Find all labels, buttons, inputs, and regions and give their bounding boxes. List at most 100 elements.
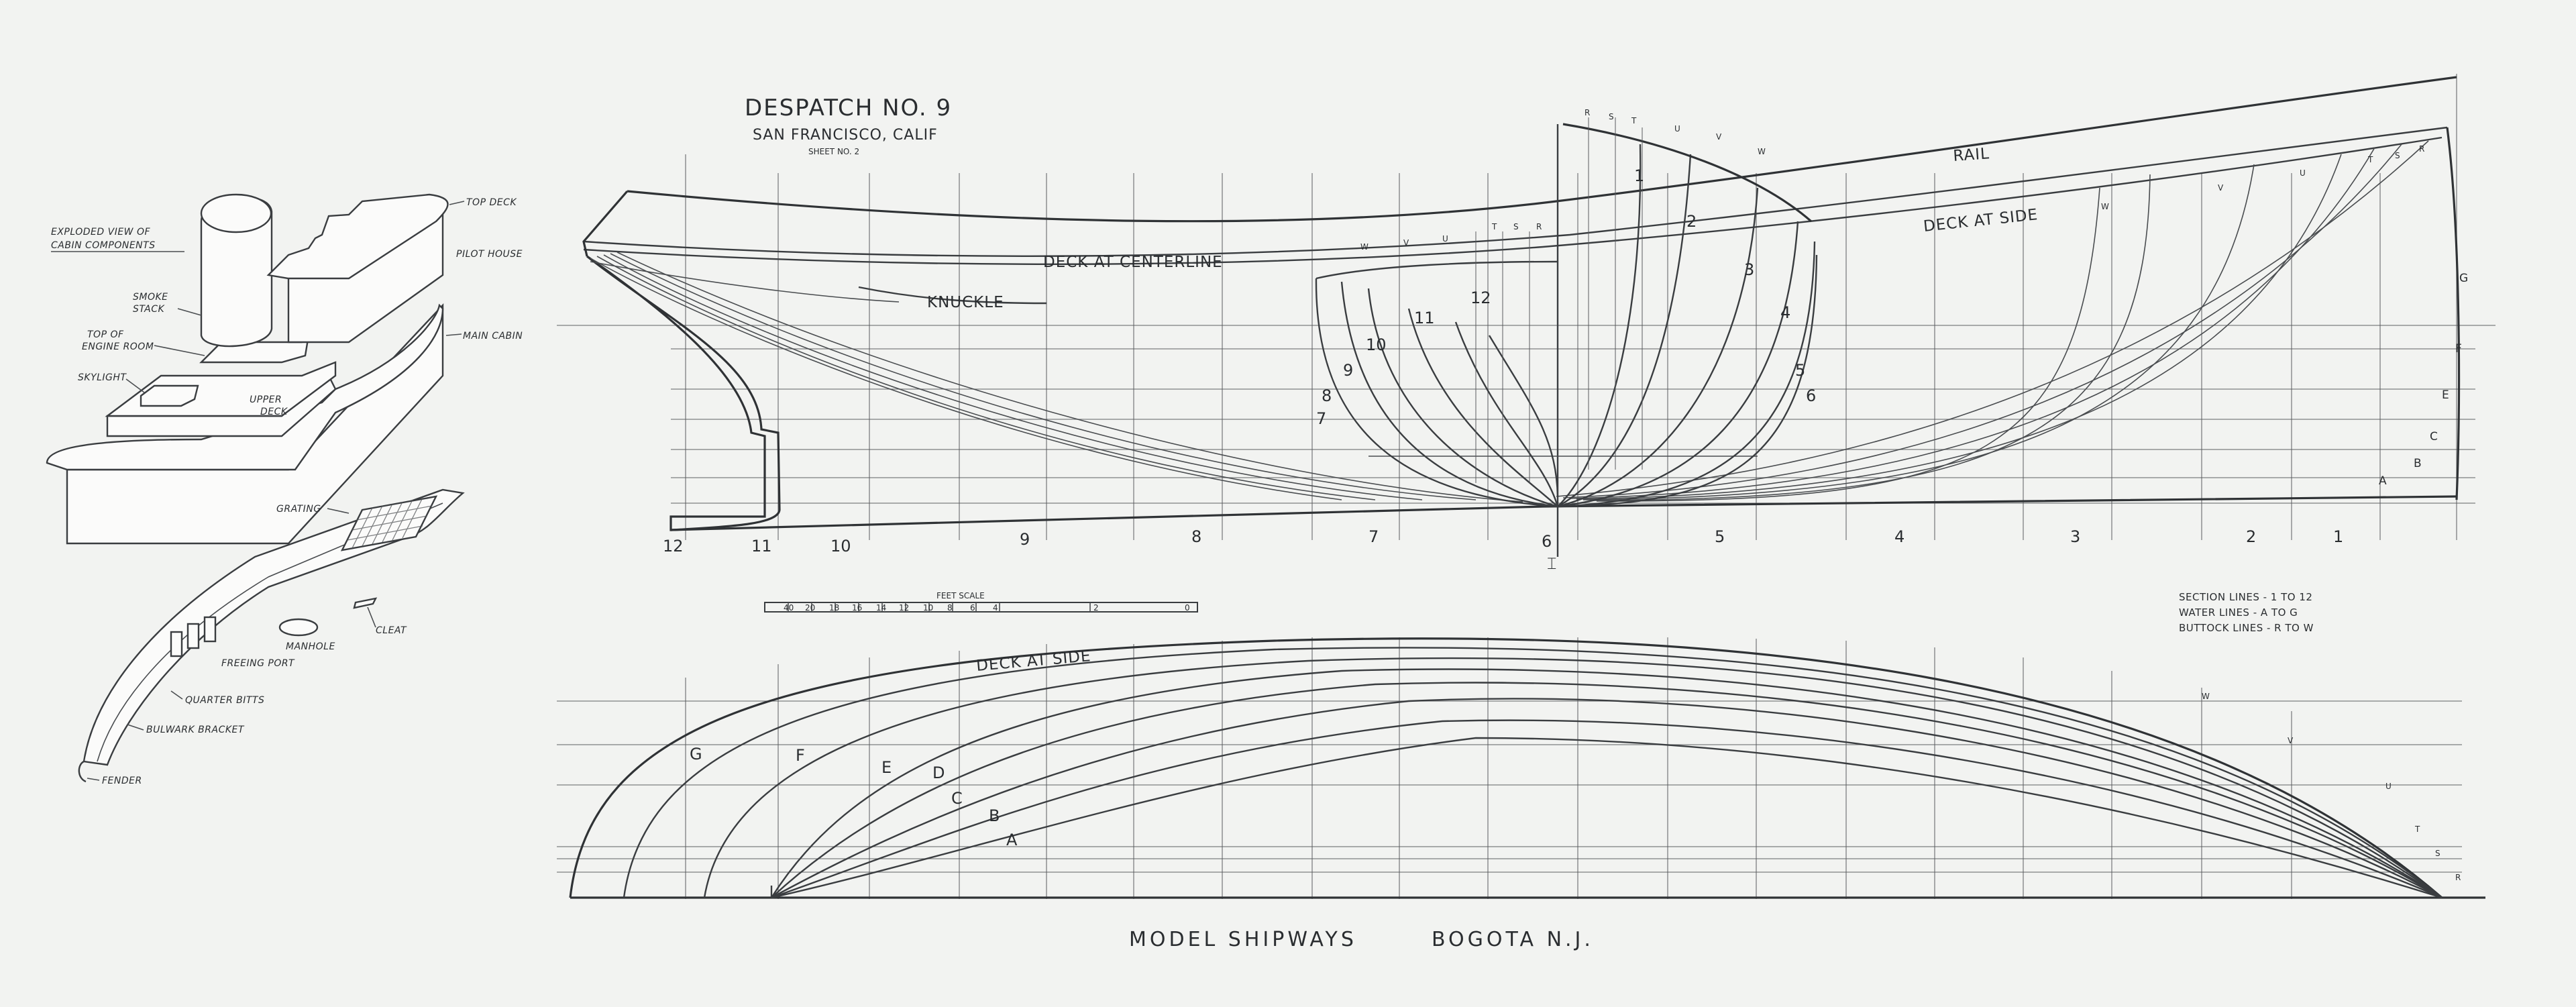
hb-waterline-c bbox=[771, 698, 2443, 899]
body-sheer-fwd bbox=[1562, 123, 1813, 223]
profile-sternpost bbox=[586, 255, 781, 531]
label-deck-at-side: DECK AT SIDE bbox=[1923, 206, 2039, 235]
callout-skylight: SKYLIGHT bbox=[78, 372, 127, 383]
hb-label-deck-at-side: DECK AT SIDE bbox=[975, 647, 1091, 675]
aft-buttock-w: W bbox=[1360, 242, 1368, 252]
body-section-9: 9 bbox=[1343, 361, 1353, 380]
profile-rail-lower bbox=[583, 126, 2448, 257]
callout-fender: FENDER bbox=[102, 776, 142, 786]
body-section-fwd-3 bbox=[1557, 187, 1759, 508]
hb-waterline-letters: G F E D C B A bbox=[690, 745, 1018, 849]
station-9: 9 bbox=[1020, 530, 1030, 549]
legend-section-lines: SECTION LINES - 1 TO 12 bbox=[2179, 591, 2312, 603]
hb-buttock-u: U bbox=[2385, 782, 2392, 791]
cleat bbox=[353, 597, 378, 609]
buttock-letters-bow: W V U T S R bbox=[2101, 144, 2424, 211]
exploded-heading-1: EXPLODED VIEW OF bbox=[51, 227, 150, 237]
callout-main-cabin: MAIN CABIN bbox=[463, 331, 523, 341]
footer-maker: MODEL SHIPWAYS bbox=[1129, 928, 1357, 951]
profile-knuckle-ext bbox=[590, 261, 900, 303]
fwd-buttock-6 bbox=[1589, 174, 2151, 501]
station-10: 10 bbox=[830, 537, 851, 555]
callout-top-deck: TOP DECK bbox=[466, 197, 517, 208]
body-section-numbers: 1 2 3 4 5 6 7 8 9 10 11 12 bbox=[1316, 166, 1816, 428]
scale-14: 14 bbox=[876, 603, 886, 613]
buttock-s: S bbox=[1609, 112, 1614, 121]
body-section-aft-10 bbox=[1407, 308, 1558, 507]
scale-40: 40 bbox=[784, 603, 794, 613]
fwd-buttock-2 bbox=[1562, 144, 2402, 498]
buttock-letters-aft: W V U T S R bbox=[1360, 222, 1542, 252]
scale-16: 16 bbox=[852, 603, 862, 613]
profile-keel bbox=[670, 495, 2457, 531]
station-numbers: 12 11 10 9 8 7 6 5 4 3 2 1 ⌶ bbox=[663, 527, 2343, 573]
aft-buttock-2 bbox=[596, 256, 1376, 500]
body-section-fwd-2 bbox=[1557, 154, 1692, 508]
hb-buttock-r: R bbox=[2455, 873, 2461, 882]
fwd-buttock-1 bbox=[1556, 140, 2429, 497]
scale-18: 18 bbox=[829, 603, 839, 613]
lines-legend: SECTION LINES - 1 TO 12 WATER LINES - A … bbox=[2179, 591, 2314, 634]
waterline-b: B bbox=[2414, 457, 2422, 470]
skylight bbox=[140, 384, 199, 407]
centerline-mark: ⌶ bbox=[1547, 554, 1556, 573]
scale-10: 10 bbox=[923, 603, 933, 613]
profile-stern bbox=[582, 190, 629, 257]
station-5: 5 bbox=[1715, 527, 1725, 546]
hb-waterline-d bbox=[771, 682, 2443, 899]
station-8: 8 bbox=[1191, 527, 1201, 546]
body-section-aft-11 bbox=[1454, 321, 1559, 507]
label-deck-at-centerline: DECK AT CENTERLINE bbox=[1043, 254, 1223, 271]
station-4: 4 bbox=[1894, 527, 1904, 546]
waterline-g: G bbox=[2459, 272, 2468, 285]
waterline-letters: A B C E F G bbox=[2379, 272, 2468, 488]
half-breadth-view: DECK AT SIDE G F E D C B A W V U T S R bbox=[557, 637, 2485, 899]
hb-letter-d: D bbox=[932, 763, 945, 782]
ship-title: DESPATCH NO. 9 bbox=[745, 95, 952, 121]
body-section-6: 6 bbox=[1806, 386, 1816, 405]
body-section-aft-12 bbox=[1488, 335, 1559, 497]
profile-stem bbox=[2446, 127, 2461, 500]
aft-buttock-s: S bbox=[1513, 222, 1519, 231]
waterline-e: E bbox=[2442, 388, 2449, 402]
body-section-fwd-5 bbox=[1557, 241, 1816, 508]
body-section-aft-7 bbox=[1315, 278, 1558, 508]
buttock-t: T bbox=[1631, 116, 1637, 125]
body-section-aft-8 bbox=[1340, 281, 1558, 508]
scale-label: FEET SCALE bbox=[936, 591, 985, 600]
profile-waterline-grid bbox=[557, 325, 2496, 504]
waterline-a: A bbox=[2379, 474, 2387, 488]
buttock-u: U bbox=[1674, 124, 1680, 134]
bow-buttock-t: T bbox=[2367, 155, 2373, 164]
station-1: 1 bbox=[2333, 527, 2343, 546]
bow-buttock-r: R bbox=[2419, 144, 2424, 154]
profile-rail-line bbox=[627, 76, 2457, 223]
scale-4: 4 bbox=[993, 603, 998, 613]
hb-buttock-letters: W V U T S R bbox=[2202, 692, 2461, 882]
hb-waterline-f bbox=[703, 657, 2443, 898]
hb-letter-g: G bbox=[690, 745, 702, 763]
fwd-buttock-4 bbox=[1576, 154, 2342, 500]
callout-pilot-house: PILOT HOUSE bbox=[456, 249, 523, 260]
body-section-10: 10 bbox=[1366, 335, 1387, 354]
profile-view: RAIL DECK AT SIDE DECK AT CENTERLINE KNU… bbox=[557, 74, 2496, 573]
hb-letter-c: C bbox=[951, 789, 963, 808]
buttock-w: W bbox=[1758, 147, 1766, 156]
quarter-bitt-3 bbox=[203, 616, 217, 643]
station-7: 7 bbox=[1368, 527, 1379, 546]
station-12: 12 bbox=[663, 537, 684, 555]
hb-waterline-e bbox=[770, 668, 2443, 899]
bow-buttock-v: V bbox=[2218, 183, 2224, 193]
fwd-buttock-3 bbox=[1569, 147, 2375, 499]
footer: MODEL SHIPWAYS BOGOTA N.J. bbox=[1129, 928, 1591, 951]
hb-buttock-w: W bbox=[2202, 692, 2210, 701]
fender bbox=[78, 760, 87, 783]
body-section-12: 12 bbox=[1470, 288, 1491, 307]
exploded-cabin-view: EXPLODED VIEW OF CABIN COMPONENTS TOP DE… bbox=[46, 193, 523, 545]
legend-buttock-lines: BUTTOCK LINES - R TO W bbox=[2179, 622, 2314, 634]
aft-buttock-3 bbox=[603, 254, 1423, 500]
hb-letter-a: A bbox=[1006, 831, 1018, 849]
body-section-7: 7 bbox=[1316, 409, 1326, 428]
aft-buttock-4 bbox=[610, 253, 1477, 500]
body-sheer-aft bbox=[1316, 260, 1558, 280]
